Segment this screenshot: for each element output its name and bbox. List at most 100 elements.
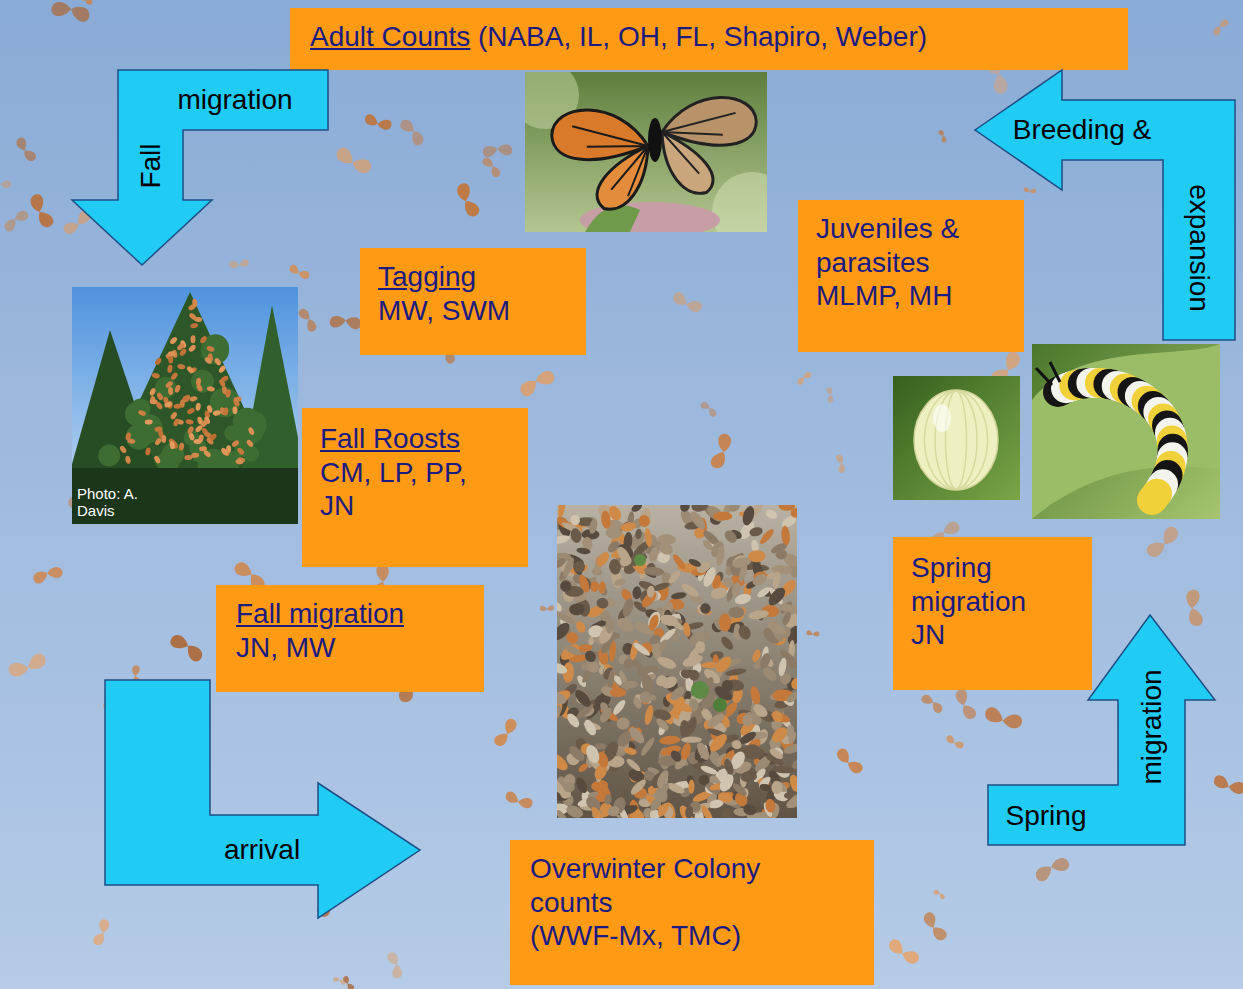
roosting-monarch <box>193 439 201 444</box>
clustered-monarch <box>681 737 702 743</box>
clustered-monarch <box>741 714 754 728</box>
clustered-monarch <box>559 580 572 593</box>
program-name: Fall Roosts <box>320 422 460 456</box>
clustered-monarch <box>654 716 670 732</box>
flying-monarch <box>297 307 318 333</box>
flying-monarch <box>398 117 426 147</box>
clustered-monarch <box>632 641 652 658</box>
clustered-monarch <box>616 717 630 730</box>
clustered-monarch <box>654 673 670 689</box>
fir-needles <box>691 681 709 699</box>
migration-arrow: Fallmigration <box>72 70 328 265</box>
program-box: Adult Counts(NABA, IL, OH, FL, Shapiro, … <box>290 8 1128 70</box>
roosting-monarch <box>184 455 192 460</box>
flying-monarch <box>1033 856 1071 884</box>
clustered-monarch <box>635 528 643 539</box>
clustered-monarch <box>789 676 797 691</box>
flying-monarch <box>481 156 502 179</box>
roosting-monarch <box>145 419 153 425</box>
roosting-monarch <box>182 394 191 402</box>
roosting-monarch <box>125 432 132 441</box>
clustered-monarch <box>728 607 744 619</box>
roosting-monarch <box>209 432 218 441</box>
roosting-monarch <box>218 365 227 374</box>
fir-needles <box>634 554 646 566</box>
clustered-monarch <box>577 573 591 594</box>
clustered-monarch <box>722 528 739 545</box>
flying-monarch <box>2 208 30 233</box>
clustered-monarch <box>726 505 742 514</box>
clustered-monarch <box>766 620 788 637</box>
clustered-monarch <box>558 641 582 663</box>
roosting-monarch <box>177 364 186 370</box>
clustered-monarch <box>771 565 793 575</box>
flying-monarch <box>50 1 91 23</box>
photo <box>893 376 1020 500</box>
clustered-monarch <box>749 685 762 706</box>
clustered-monarch <box>610 688 627 697</box>
clustered-monarch <box>656 655 678 671</box>
foliage <box>234 437 254 457</box>
flying-monarch <box>836 454 846 474</box>
program-box: Overwinter Colony counts(WWF-Mx, TMC) <box>510 840 874 985</box>
flying-monarch <box>954 688 978 722</box>
migration-arrow: Springmigration <box>988 615 1215 845</box>
arrow-outline <box>72 70 328 265</box>
clustered-monarch <box>666 781 686 796</box>
clustered-monarch <box>688 557 703 568</box>
clustered-monarch <box>686 715 698 734</box>
roosting-monarch <box>173 403 182 409</box>
clustered-monarch <box>656 801 671 818</box>
roosting-monarch <box>247 426 255 435</box>
arrow-label: Fall <box>137 143 165 188</box>
clustered-monarch <box>584 743 602 765</box>
clustered-monarch <box>695 741 712 762</box>
flying-monarch <box>7 652 48 680</box>
roosting-monarch <box>220 447 229 456</box>
roosting-monarch <box>179 348 188 357</box>
clustered-monarch <box>573 560 586 573</box>
clustered-monarch <box>569 527 582 544</box>
roosting-monarch <box>235 459 244 465</box>
clustered-monarch <box>557 808 570 818</box>
clustered-monarch <box>707 731 730 754</box>
clustered-monarch <box>701 662 718 668</box>
roosting-monarch <box>225 389 232 398</box>
clustered-monarch <box>620 521 637 533</box>
flying-monarch <box>518 368 557 398</box>
roosting-monarch <box>190 322 199 329</box>
clustered-monarch <box>744 747 766 761</box>
roosting-monarch <box>154 357 163 366</box>
program-codes: JN, MW <box>236 631 336 665</box>
clustered-monarch <box>719 635 735 652</box>
arrow-label: Breeding & <box>1013 116 1152 144</box>
roosting-monarch <box>154 437 163 446</box>
flying-monarch <box>168 632 205 664</box>
egg-highlight <box>933 404 951 432</box>
flying-monarch <box>229 259 249 269</box>
clustered-monarch <box>583 649 598 665</box>
roosting-monarch <box>137 409 146 417</box>
clustered-monarch <box>594 550 611 569</box>
clustered-monarch <box>619 555 633 568</box>
flying-monarch <box>540 605 555 611</box>
roosting-monarch <box>203 449 212 458</box>
clustered-monarch <box>719 678 735 694</box>
photo <box>1032 344 1220 519</box>
program-name: Spring migration <box>911 551 1076 618</box>
clustered-monarch <box>748 609 770 621</box>
clustered-monarch <box>771 778 789 794</box>
clustered-monarch <box>632 586 642 600</box>
roosting-monarch <box>178 442 184 451</box>
flying-monarch <box>920 693 945 715</box>
clustered-monarch <box>715 545 726 566</box>
flying-monarch <box>983 706 1023 731</box>
clustered-monarch <box>741 505 757 527</box>
clustered-monarch <box>595 743 607 750</box>
clustered-monarch <box>557 601 563 613</box>
arrow-label: arrival <box>224 836 300 864</box>
roosting-monarch <box>168 387 173 395</box>
clustered-monarch <box>691 505 709 513</box>
fir-needles <box>713 698 727 712</box>
photo-credit: Photo: A. Davis <box>77 486 143 519</box>
